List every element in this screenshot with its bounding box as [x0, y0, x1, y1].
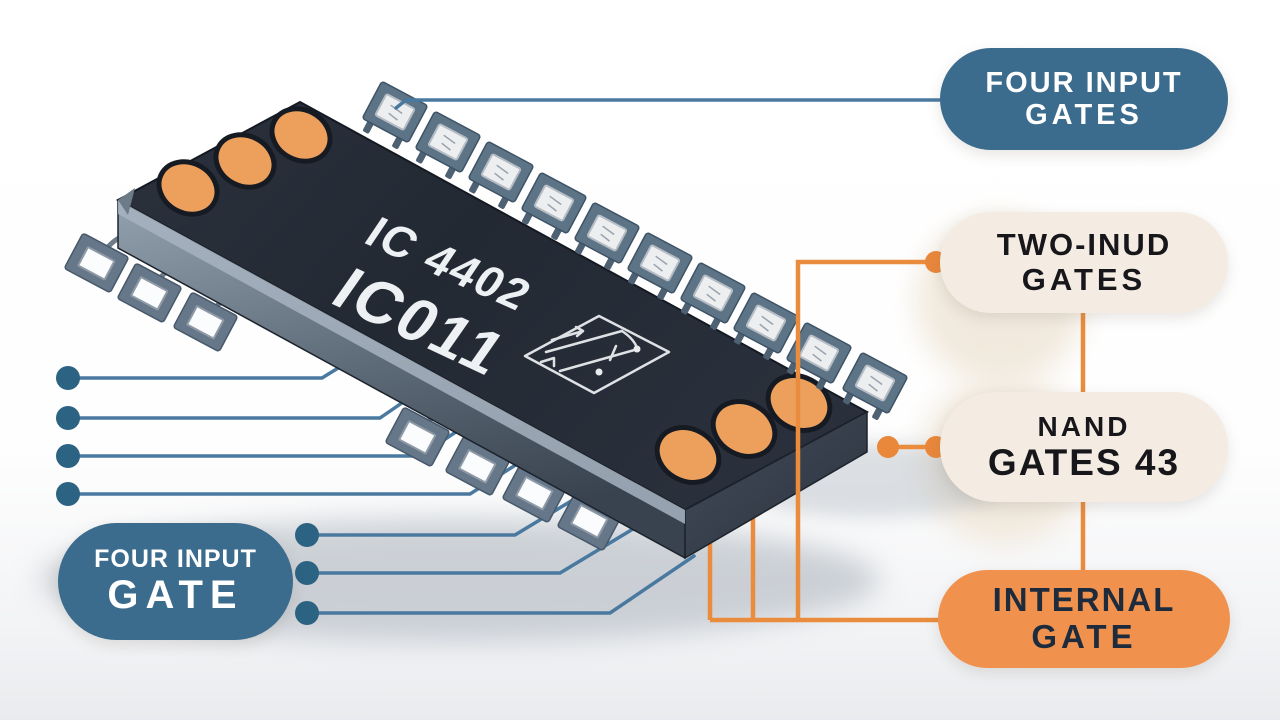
leader-dots-bottom-left	[295, 523, 319, 625]
leader-dots-left	[56, 366, 80, 506]
chip-body: IC 4402 IC011	[115, 100, 870, 560]
schematic-node	[633, 345, 641, 353]
callout-label-line2: GATE	[107, 573, 244, 618]
callout-label-line1: FOUR INPUT	[94, 545, 257, 574]
callout-label-line2: GATES	[1025, 99, 1143, 131]
callout-nand-gates-43: NAND GATES 43	[940, 392, 1228, 502]
callout-four-input-gate: FOUR INPUT GATE	[58, 523, 293, 640]
callout-label-line2: GATE	[1031, 618, 1137, 655]
callout-label-line1: TWO-INUD	[996, 226, 1172, 262]
callout-internal-gate: INTERNAL GATE	[938, 570, 1230, 668]
chip-contact-circles	[156, 106, 833, 485]
callout-label-line1: FOUR INPUT	[985, 66, 1183, 99]
callout-label-line2: GATES 43	[987, 441, 1181, 483]
callout-four-input-gates: FOUR INPUT GATES	[940, 48, 1228, 150]
leader-line-top	[394, 98, 946, 110]
schematic-node	[595, 368, 603, 376]
callout-two-inud-gates: TWO-INUD GATES	[940, 212, 1228, 313]
callout-label-line2: GATES	[1021, 261, 1147, 297]
chip-schematic-icon	[523, 314, 671, 395]
callout-label-line1: INTERNAL	[992, 581, 1176, 619]
callout-label-line1: NAND	[1037, 410, 1131, 442]
